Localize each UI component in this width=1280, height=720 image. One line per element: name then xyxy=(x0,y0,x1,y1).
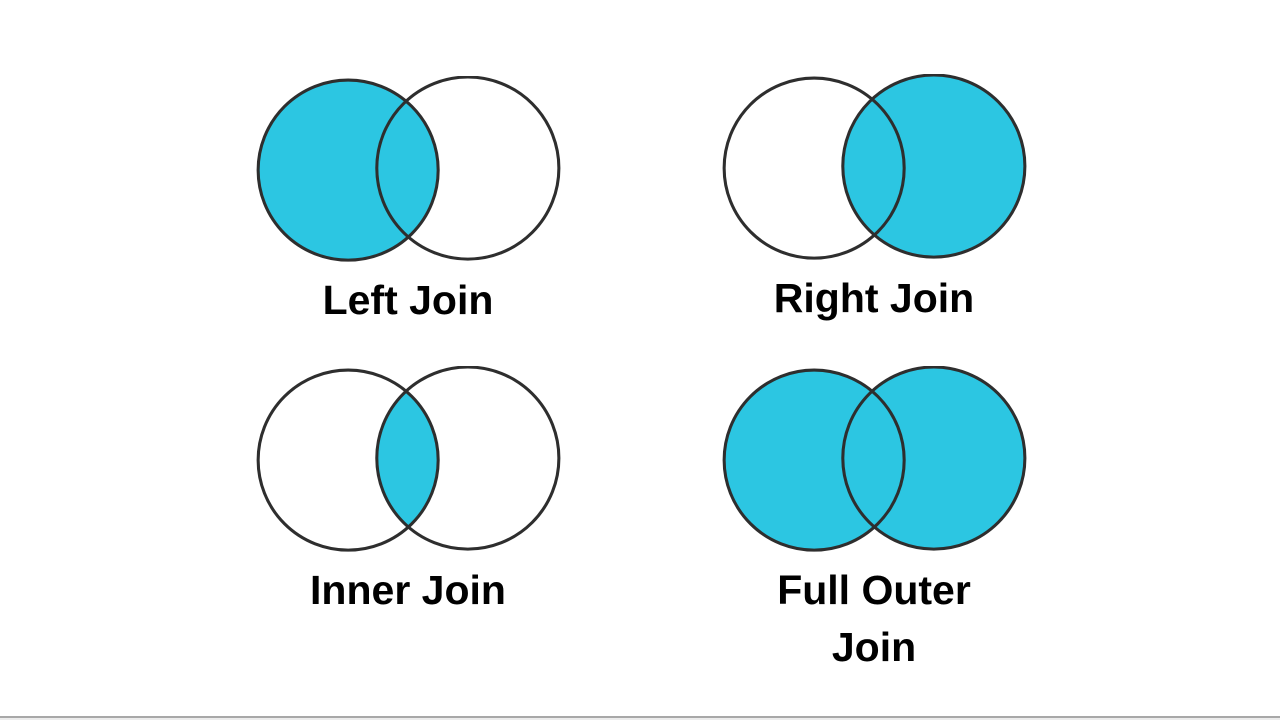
bottom-divider-line-light xyxy=(0,718,1280,720)
left-join-venn xyxy=(256,76,561,262)
intersection-lens xyxy=(376,370,439,550)
inner-join-venn xyxy=(256,366,561,552)
intersection-lens xyxy=(842,370,905,550)
left-circle-outline xyxy=(256,368,440,552)
full-outer-join-diagram: Full Outer Join xyxy=(718,366,1030,675)
full-outer-join-venn xyxy=(722,366,1027,552)
right-circle-outline xyxy=(841,74,1027,259)
right-join-diagram: Right Join xyxy=(718,74,1030,327)
full-outer-join-label: Full Outer Join xyxy=(777,567,971,670)
left-circle-outline xyxy=(722,368,906,552)
inner-join-label: Inner Join xyxy=(310,567,506,614)
left-join-diagram: Left Join xyxy=(252,76,564,329)
inner-join-diagram: Inner Join xyxy=(252,366,564,619)
right-join-venn xyxy=(722,74,1027,260)
left-circle-outline xyxy=(256,78,440,262)
right-circle-outline xyxy=(375,366,561,551)
intersection-lens xyxy=(842,78,905,258)
right-circle-outline xyxy=(375,76,561,261)
left-join-label: Left Join xyxy=(322,277,494,324)
left-circle-outline xyxy=(722,76,906,260)
right-circle-outline xyxy=(841,366,1027,551)
bottom-divider-line xyxy=(0,716,1280,718)
intersection-lens xyxy=(376,80,439,260)
right-join-label: Right Join xyxy=(773,275,975,322)
